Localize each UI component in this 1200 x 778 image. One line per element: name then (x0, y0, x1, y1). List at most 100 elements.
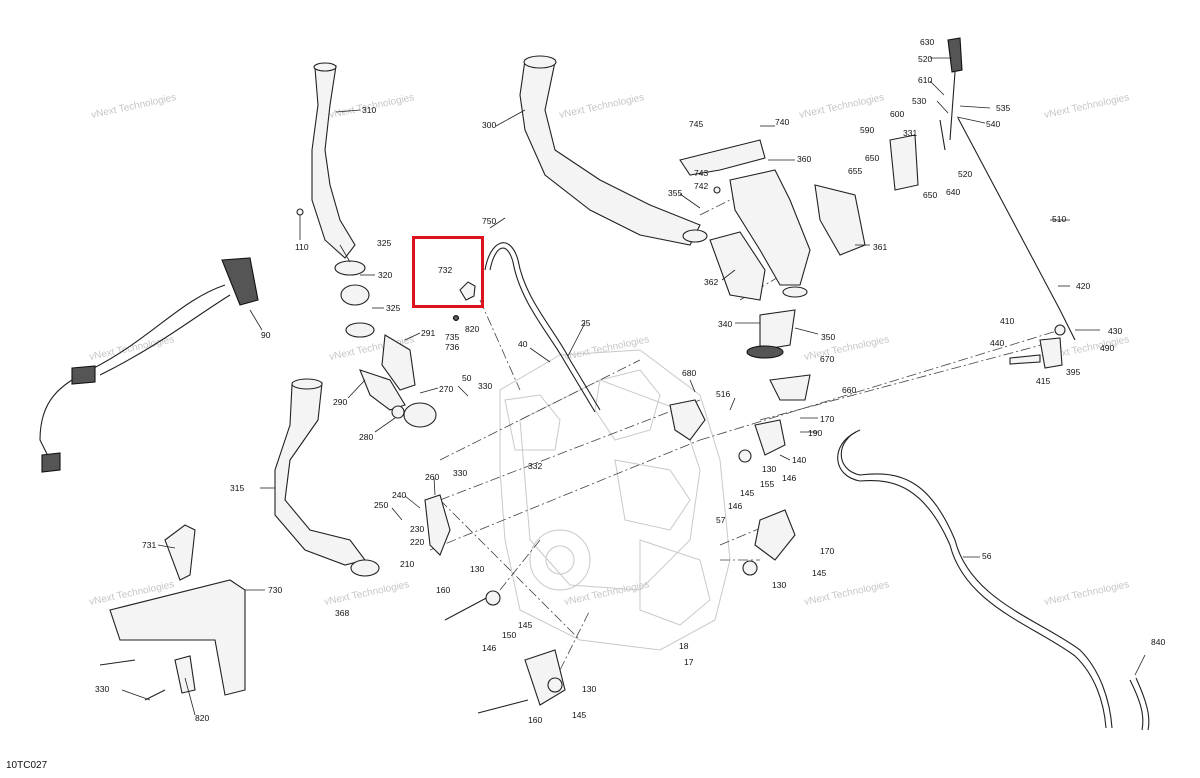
callout-361[interactable]: 361 (873, 242, 887, 252)
callout-290[interactable]: 290 (333, 397, 347, 407)
callout-146[interactable]: 146 (782, 473, 796, 483)
callout-325[interactable]: 325 (377, 238, 391, 248)
callout-145b[interactable]: 145 (812, 568, 826, 578)
callout-170b[interactable]: 170 (820, 546, 834, 556)
callout-250[interactable]: 250 (374, 500, 388, 510)
callout-140[interactable]: 140 (792, 455, 806, 465)
callout-130b[interactable]: 130 (470, 564, 484, 574)
callout-145c[interactable]: 145 (518, 620, 532, 630)
callout-300[interactable]: 300 (482, 120, 496, 130)
callout-655[interactable]: 655 (848, 166, 862, 176)
callout-315[interactable]: 315 (230, 483, 244, 493)
callout-57[interactable]: 57 (716, 515, 726, 525)
callout-731[interactable]: 731 (142, 540, 156, 550)
callout-732[interactable]: 732 (438, 265, 452, 275)
callout-600[interactable]: 600 (890, 109, 904, 119)
callout-368[interactable]: 368 (335, 608, 349, 618)
callout-25[interactable]: 25 (581, 318, 591, 328)
callout-630[interactable]: 630 (920, 37, 934, 47)
callout-230[interactable]: 230 (410, 524, 424, 534)
callout-146c[interactable]: 146 (482, 643, 496, 653)
callout-362[interactable]: 362 (704, 277, 718, 287)
callout-56[interactable]: 56 (982, 551, 992, 561)
callout-670[interactable]: 670 (820, 354, 834, 364)
callout-330c[interactable]: 330 (95, 684, 109, 694)
callout-160[interactable]: 160 (436, 585, 450, 595)
callout-415[interactable]: 415 (1036, 376, 1050, 386)
callout-190[interactable]: 190 (808, 428, 822, 438)
callout-130d[interactable]: 130 (582, 684, 596, 694)
callout-280[interactable]: 280 (359, 432, 373, 442)
callout-145[interactable]: 145 (740, 488, 754, 498)
callout-331[interactable]: 331 (903, 128, 917, 138)
callout-260[interactable]: 260 (425, 472, 439, 482)
callout-736[interactable]: 736 (445, 342, 459, 352)
callout-640[interactable]: 640 (946, 187, 960, 197)
callout-150[interactable]: 150 (502, 630, 516, 640)
callout-520b[interactable]: 520 (958, 169, 972, 179)
callout-490[interactable]: 490 (1100, 343, 1114, 353)
callout-516[interactable]: 516 (716, 389, 730, 399)
callout-146b[interactable]: 146 (728, 501, 742, 511)
callout-170[interactable]: 170 (820, 414, 834, 424)
callout-340[interactable]: 340 (718, 319, 732, 329)
callout-730[interactable]: 730 (268, 585, 282, 595)
callout-650[interactable]: 650 (865, 153, 879, 163)
callout-742[interactable]: 742 (694, 181, 708, 191)
callout-410[interactable]: 410 (1000, 316, 1014, 326)
callout-18[interactable]: 18 (679, 641, 689, 651)
callout-420[interactable]: 420 (1076, 281, 1090, 291)
callout-395[interactable]: 395 (1066, 367, 1080, 377)
callout-355[interactable]: 355 (668, 188, 682, 198)
callout-360[interactable]: 360 (797, 154, 811, 164)
callout-820b[interactable]: 820 (195, 713, 209, 723)
callout-210[interactable]: 210 (400, 559, 414, 569)
callout-220[interactable]: 220 (410, 537, 424, 547)
callout-530[interactable]: 530 (912, 96, 926, 106)
callout-17[interactable]: 17 (684, 657, 694, 667)
callout-743[interactable]: 743 (694, 168, 708, 178)
callout-110[interactable]: 110 (295, 242, 309, 252)
callout-240[interactable]: 240 (392, 490, 406, 500)
callout-680[interactable]: 680 (682, 368, 696, 378)
callout-332[interactable]: 332 (528, 461, 542, 471)
callout-660[interactable]: 660 (842, 385, 856, 395)
callout-510[interactable]: 510 (1052, 214, 1066, 224)
callout-735[interactable]: 735 (445, 332, 459, 342)
hose-750 (484, 242, 601, 413)
callout-540[interactable]: 540 (986, 119, 1000, 129)
callout-325b[interactable]: 325 (386, 303, 400, 313)
callout-820[interactable]: 820 (465, 324, 479, 334)
callout-520[interactable]: 520 (918, 54, 932, 64)
callout-430[interactable]: 430 (1108, 326, 1122, 336)
callout-320[interactable]: 320 (378, 270, 392, 280)
callout-270[interactable]: 270 (439, 384, 453, 394)
callout-745[interactable]: 745 (689, 119, 703, 129)
callout-740[interactable]: 740 (775, 117, 789, 127)
callout-130c[interactable]: 130 (772, 580, 786, 590)
callout-310[interactable]: 310 (362, 105, 376, 115)
callout-50[interactable]: 50 (462, 373, 472, 383)
callout-440[interactable]: 440 (990, 338, 1004, 348)
engine-block (499, 349, 731, 651)
callout-90[interactable]: 90 (261, 330, 271, 340)
watermark: vNext Technologies (90, 92, 177, 121)
callout-145d[interactable]: 145 (572, 710, 586, 720)
callout-610[interactable]: 610 (918, 75, 932, 85)
callout-535[interactable]: 535 (996, 103, 1010, 113)
callout-330b[interactable]: 330 (453, 468, 467, 478)
callout-160b[interactable]: 160 (528, 715, 542, 725)
callout-291[interactable]: 291 (421, 328, 435, 338)
hose-56 (837, 429, 1150, 731)
intake-duct-310 (311, 62, 356, 259)
callout-350[interactable]: 350 (821, 332, 835, 342)
callout-650b[interactable]: 650 (923, 190, 937, 200)
callout-840[interactable]: 840 (1151, 637, 1165, 647)
callout-155[interactable]: 155 (760, 479, 774, 489)
callout-130[interactable]: 130 (762, 464, 776, 474)
callout-330[interactable]: 330 (478, 381, 492, 391)
callout-750[interactable]: 750 (482, 216, 496, 226)
callout-590[interactable]: 590 (860, 125, 874, 135)
callout-40[interactable]: 40 (518, 339, 528, 349)
